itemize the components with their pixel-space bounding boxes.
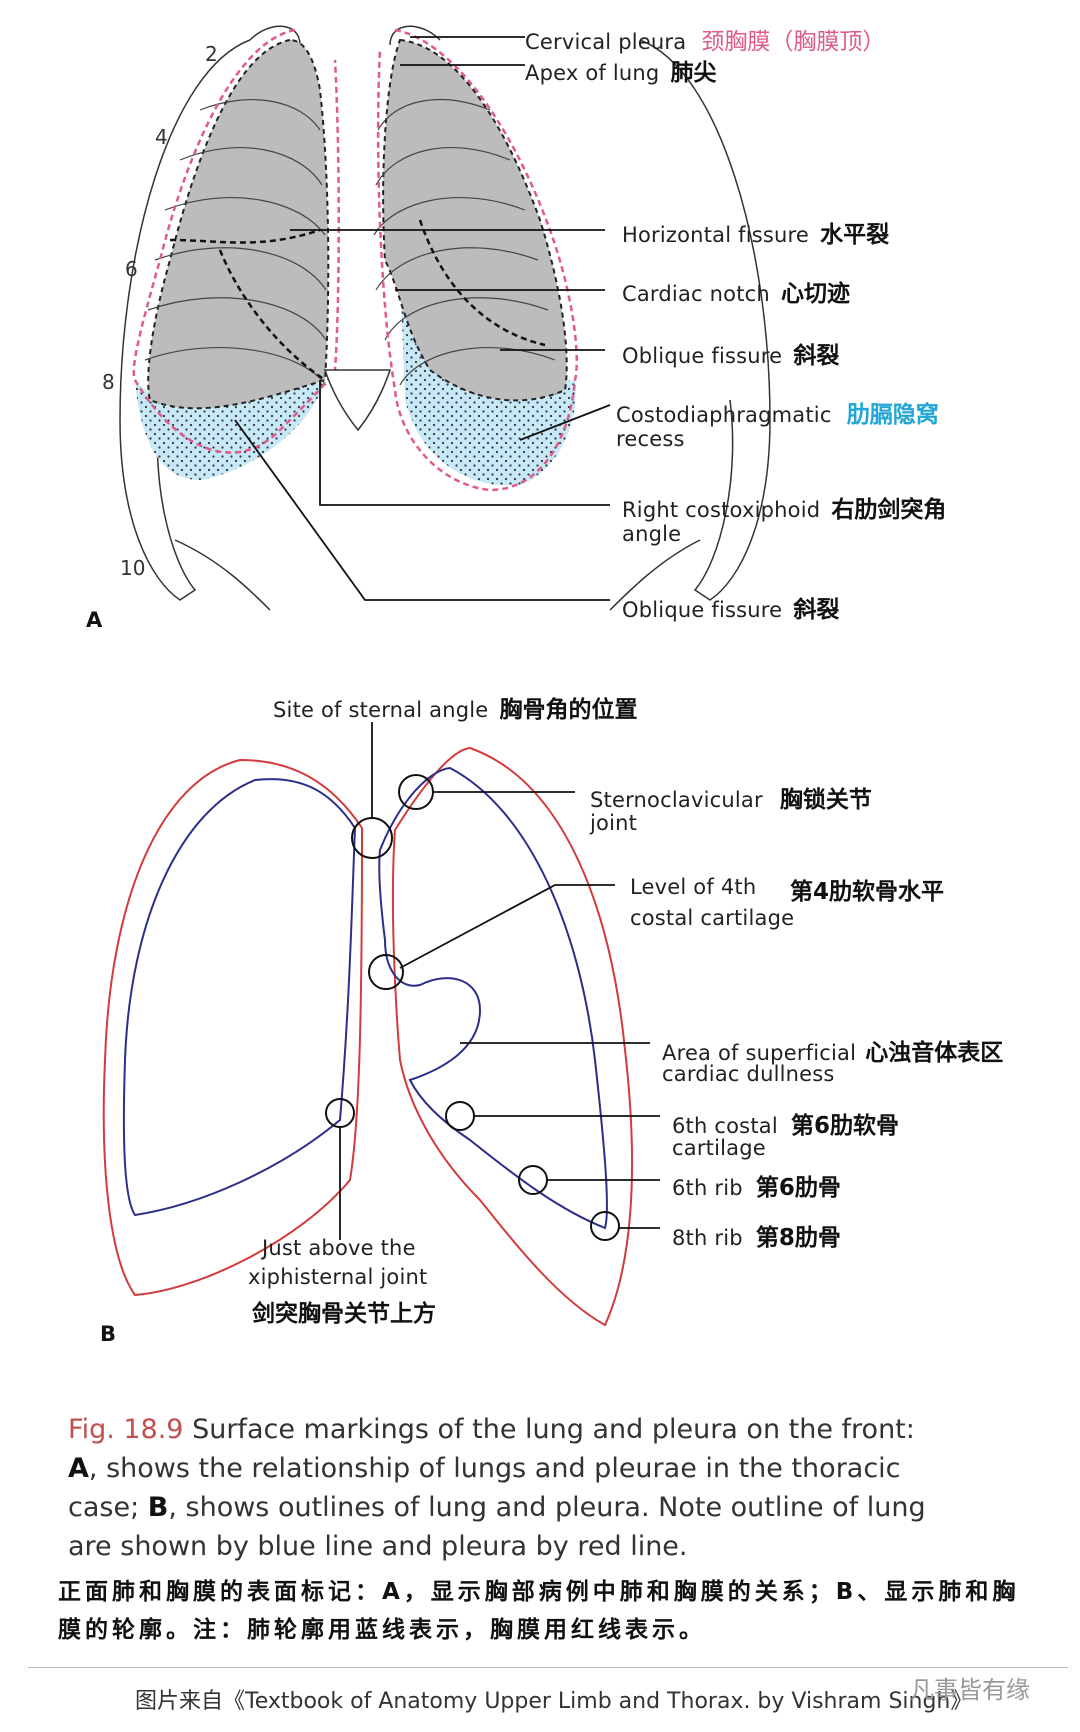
right-horizontal-fissure: [169, 228, 321, 244]
label-apex-of-lung: Apex of lung 肺尖: [525, 60, 717, 86]
watermark: 凡事皆有缘: [910, 1676, 1030, 1704]
source-credit: 图片来自《Textbook of Anatomy Upper Limb and …: [135, 1689, 973, 1714]
label-6th-costal-cartilage-line2: cartilage: [672, 1136, 766, 1160]
lung-outline-right: [122, 778, 357, 1217]
right-costodiaphragmatic-recess: [135, 380, 325, 480]
rib-number-2: 2: [205, 42, 218, 66]
diagram-a-leader-lines: [234, 36, 611, 601]
label-level-4th-costal-line2: costal cartilage: [630, 906, 795, 930]
label-6th-rib: 6th rib 第6肋骨: [672, 1175, 841, 1201]
label-cervical-pleura: Cervical pleura 颈胸膜（胸膜顶）: [525, 29, 886, 55]
label-xiphisternal: Just above the: [262, 1236, 416, 1260]
label-right-costoxiphoid-angle: Right costoxiphoid 右肋剑突角: [622, 497, 947, 523]
rib-lines: [144, 99, 556, 386]
pleura-outline-right: [102, 758, 364, 1297]
panel-label-a: A: [86, 608, 103, 632]
label-xiphisternal-zh: 剑突胸骨关节上方: [252, 1301, 436, 1327]
label-sternoclavicular-joint-line2: joint: [590, 811, 638, 835]
circle-6th-costal-cartilage: [445, 1101, 475, 1131]
circle-4th-costal-cartilage: [368, 954, 404, 990]
lower-rib-arcs: [174, 539, 701, 611]
panel-label-b: B: [100, 1322, 117, 1346]
label-superficial-cardiac-dullness-line2: cardiac dullness: [662, 1062, 835, 1086]
right-oblique-fissure: [218, 249, 326, 382]
circle-8th-rib: [590, 1211, 620, 1241]
left-oblique-fissure: [418, 219, 546, 347]
figure-number: Fig. 18.9: [68, 1414, 184, 1445]
label-oblique-fissure-lower: Oblique fissure 斜裂: [622, 597, 840, 623]
label-oblique-fissure-upper: Oblique fissure 斜裂: [622, 343, 840, 369]
circle-sternoclavicular-joint: [398, 774, 434, 810]
left-lung: [382, 38, 568, 402]
label-costodiaphragmatic-recess-line2: recess: [616, 427, 685, 451]
circle-sternal-angle: [351, 817, 393, 859]
label-level-4th-costal: Level of 4th: [630, 875, 757, 899]
lung-outline-left: [378, 766, 608, 1230]
label-cardiac-notch: Cardiac notch 心切迹: [622, 281, 850, 307]
figure-caption-zh: 正面肺和胸膜的表面标记：A，显示胸部病例中肺和胸膜的关系；B、显示肺和胸膜的轮廓…: [58, 1579, 1020, 1643]
label-superficial-cardiac-dullness: Area of superficial 心浊音体表区: [662, 1040, 1004, 1066]
figure-caption: Fig. 18.9 Surface markings of the lung a…: [68, 1414, 926, 1562]
clavicle-left: [389, 25, 441, 46]
label-horizontal-fissure: Horizontal fissure 水平裂: [622, 222, 890, 248]
xiphoid: [323, 369, 392, 432]
circle-xiphisternal: [325, 1098, 355, 1128]
circle-6th-rib: [518, 1165, 548, 1195]
label-sternoclavicular-joint: Sternoclavicular 胸锁关节: [590, 787, 872, 813]
label-level-4th-costal-zh: 第4肋软骨水平: [790, 879, 945, 905]
marking-circles: [325, 774, 620, 1241]
clavicle-right: [249, 25, 301, 46]
footer-divider: [28, 1667, 1068, 1668]
rib-number-8: 8: [102, 370, 115, 394]
label-costodiaphragmatic-recess: Costodiaphragmatic 肋膈隐窝: [616, 402, 939, 428]
right-pleura-outline: [132, 28, 340, 454]
rib-number-4: 4: [155, 125, 168, 149]
rib-cage-outline: [119, 39, 771, 601]
diagram-a-drawing: [119, 25, 771, 611]
rib-number-10: 10: [120, 556, 146, 580]
right-lung: [147, 38, 330, 410]
label-xiphisternal-line2: xiphisternal joint: [248, 1265, 428, 1289]
label-8th-rib: 8th rib 第8肋骨: [672, 1225, 841, 1251]
label-6th-costal-cartilage: 6th costal 第6肋软骨: [672, 1113, 899, 1139]
rib-number-6: 6: [125, 257, 138, 281]
left-pleura-outline: [376, 28, 578, 492]
label-site-of-sternal-angle: Site of sternal angle 胸骨角的位置: [273, 697, 638, 723]
label-right-costoxiphoid-angle-line2: angle: [622, 522, 682, 546]
